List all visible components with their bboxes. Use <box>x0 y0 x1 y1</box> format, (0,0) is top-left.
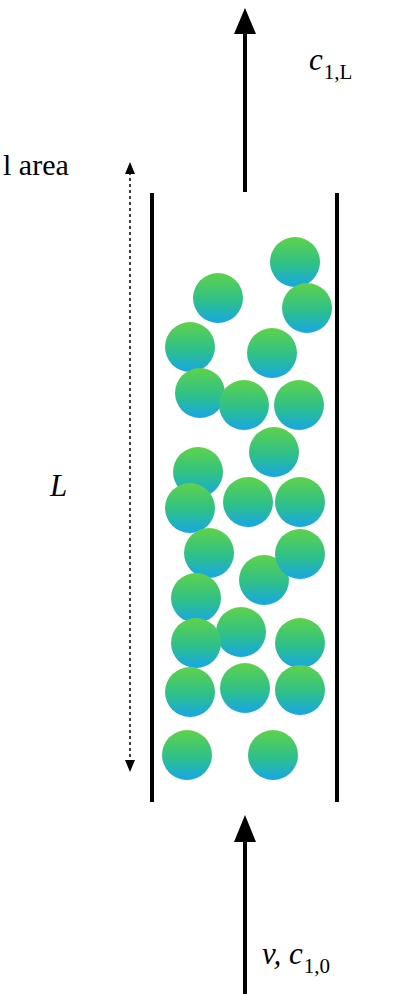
packing-particle <box>275 529 325 579</box>
length-symbol: L <box>50 470 67 501</box>
packing-particle <box>247 328 297 378</box>
packing-particle <box>165 322 215 372</box>
packing-particle <box>219 380 269 430</box>
arrow-head <box>234 815 256 842</box>
subscript: 1,L <box>324 62 353 83</box>
packing-particle <box>184 528 234 578</box>
packing-particle <box>275 618 325 668</box>
packing-particle <box>220 663 270 713</box>
packing-particle <box>270 237 320 287</box>
annotation-text: l area <box>3 150 69 180</box>
packing-particle <box>248 730 298 780</box>
variable-symbol: v, c <box>262 938 303 969</box>
packing-particle <box>216 607 266 657</box>
dimension-head <box>125 162 135 174</box>
packing-particle <box>282 283 332 333</box>
packing-particle <box>171 618 221 668</box>
arrow-head <box>234 8 256 34</box>
packing-particle <box>275 665 325 715</box>
column-wall <box>335 193 339 802</box>
packing-particle <box>223 477 273 527</box>
inlet-arrow <box>243 838 247 994</box>
column-wall <box>150 193 154 802</box>
length-dimension <box>129 172 131 762</box>
dimension-head <box>125 760 135 772</box>
variable-symbol: c <box>309 44 323 75</box>
packing-particle <box>165 667 215 717</box>
outlet-arrow <box>243 30 247 192</box>
subscript: 1,0 <box>304 956 330 977</box>
packing-particle <box>171 573 221 623</box>
packing-particle <box>274 380 324 430</box>
packing-particle <box>162 730 212 780</box>
packing-particle <box>249 427 299 477</box>
packing-particle <box>275 477 325 527</box>
packing-particle <box>175 368 225 418</box>
packing-particle <box>193 273 243 323</box>
packing-particle <box>165 483 215 533</box>
